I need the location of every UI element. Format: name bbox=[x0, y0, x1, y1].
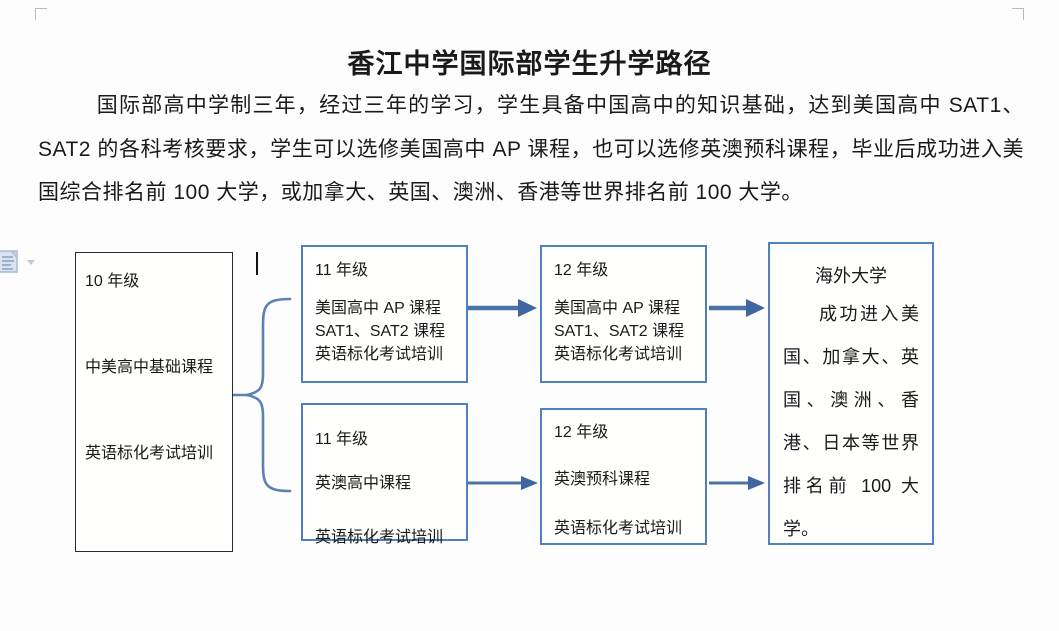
margin-crop-mark-top-left bbox=[35, 8, 47, 20]
grade12-uk-course-1: 英澳预科课程 bbox=[554, 471, 651, 488]
overseas-heading: 海外大学 bbox=[815, 266, 887, 286]
grade11-us-course-1: 美国高中 AP 课程 bbox=[315, 300, 441, 317]
arrow-grade11us-to-grade12us[interactable] bbox=[468, 299, 537, 317]
grade11-us-course-3: 英语标化考试培训 bbox=[315, 346, 444, 363]
grade12-us-box[interactable]: 12 年级 美国高中 AP 课程 SAT1、SAT2 课程 英语标化考试培训 bbox=[540, 245, 707, 383]
grade10-box[interactable]: 10 年级 中美高中基础课程 英语标化考试培训 bbox=[75, 252, 233, 552]
page-title: 香江中学国际部学生升学路径 bbox=[347, 49, 712, 79]
grade11-uk-course-1: 英澳高中课程 bbox=[315, 475, 412, 492]
grade11-us-course-2: SAT1、SAT2 课程 bbox=[315, 323, 446, 340]
grade10-heading: 10 年级 bbox=[85, 273, 140, 290]
dropdown-arrow-icon[interactable] bbox=[27, 260, 35, 265]
grade12-us-course-1: 美国高中 AP 课程 bbox=[554, 300, 680, 317]
intro-paragraph: 国际部高中学制三年，经过三年的学习，学生具备中国高中的知识基础，达到美国高中 S… bbox=[38, 94, 1024, 204]
grade10-course-2: 英语标化考试培训 bbox=[85, 445, 214, 462]
arrow-grade12uk-to-overseas[interactable] bbox=[709, 476, 765, 490]
text-cursor bbox=[256, 252, 258, 275]
grade11-uk-course-2: 英语标化考试培训 bbox=[315, 529, 444, 546]
overseas-body: 成功进入美国、加拿大、英国、澳洲、香港、日本等世界排名前 100 大学。 bbox=[783, 304, 919, 539]
grade12-us-heading: 12 年级 bbox=[554, 262, 609, 279]
grade12-uk-box[interactable]: 12 年级 英澳预科课程 英语标化考试培训 bbox=[540, 408, 707, 545]
grade12-us-course-2: SAT1、SAT2 课程 bbox=[554, 323, 685, 340]
paste-options-button[interactable] bbox=[0, 249, 27, 275]
arrow-grade12us-to-overseas[interactable] bbox=[709, 299, 765, 317]
grade11-uk-heading: 11 年级 bbox=[315, 431, 369, 448]
grade12-uk-course-2: 英语标化考试培训 bbox=[554, 520, 683, 537]
grade10-course-1: 中美高中基础课程 bbox=[85, 359, 214, 376]
grade11-us-heading: 11 年级 bbox=[315, 262, 369, 279]
grade12-uk-heading: 12 年级 bbox=[554, 424, 609, 441]
overseas-university-box[interactable]: 海外大学 成功进入美国、加拿大、英国、澳洲、香港、日本等世界排名前 100 大学… bbox=[768, 242, 934, 545]
grade11-us-box[interactable]: 11 年级 美国高中 AP 课程 SAT1、SAT2 课程 英语标化考试培训 bbox=[301, 245, 468, 383]
paste-options-icon bbox=[0, 250, 18, 273]
margin-crop-mark-top-right bbox=[1012, 8, 1024, 20]
split-brace-connector[interactable] bbox=[232, 297, 292, 493]
grade12-us-course-3: 英语标化考试培训 bbox=[554, 346, 683, 363]
arrow-grade11uk-to-grade12uk[interactable] bbox=[468, 476, 538, 490]
grade11-uk-box[interactable]: 11 年级 英澳高中课程 英语标化考试培训 bbox=[301, 403, 468, 546]
